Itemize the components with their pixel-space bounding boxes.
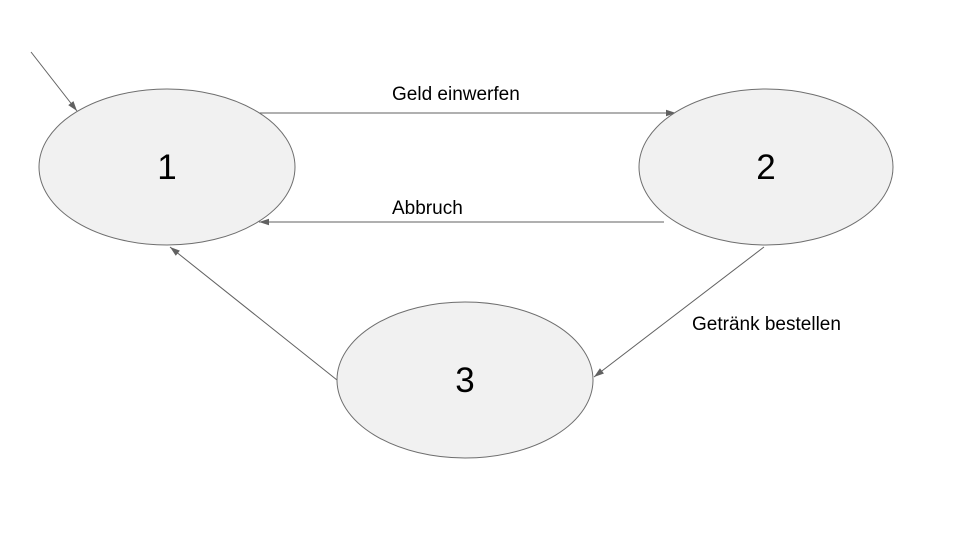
transition-label: Abbruch bbox=[392, 198, 463, 219]
state-label: 1 bbox=[157, 148, 176, 187]
transition-initial-to-1[interactable] bbox=[30, 51, 78, 112]
transition-label: Geld einwerfen bbox=[392, 84, 520, 105]
transition-arrow bbox=[30, 51, 78, 112]
state-label: 2 bbox=[756, 148, 775, 187]
transition-2-to-1[interactable]: Abbruch bbox=[259, 198, 664, 226]
transition-1-to-2[interactable]: Geld einwerfen bbox=[259, 84, 676, 117]
state-ellipse bbox=[638, 88, 894, 246]
transition-arrow bbox=[593, 246, 765, 378]
state-node-3[interactable]: 3 bbox=[336, 301, 594, 459]
state-node-2[interactable]: 2 bbox=[638, 88, 894, 246]
state-label: 3 bbox=[455, 361, 474, 400]
transition-2-to-3[interactable]: Getränk bestellen bbox=[593, 246, 841, 378]
transition-3-to-1[interactable] bbox=[169, 246, 338, 381]
state-node-1[interactable]: 1 bbox=[38, 88, 296, 246]
transition-arrow bbox=[169, 246, 338, 381]
state-ellipse bbox=[336, 301, 594, 459]
state-ellipse bbox=[38, 88, 296, 246]
transition-label: Getränk bestellen bbox=[692, 314, 841, 335]
